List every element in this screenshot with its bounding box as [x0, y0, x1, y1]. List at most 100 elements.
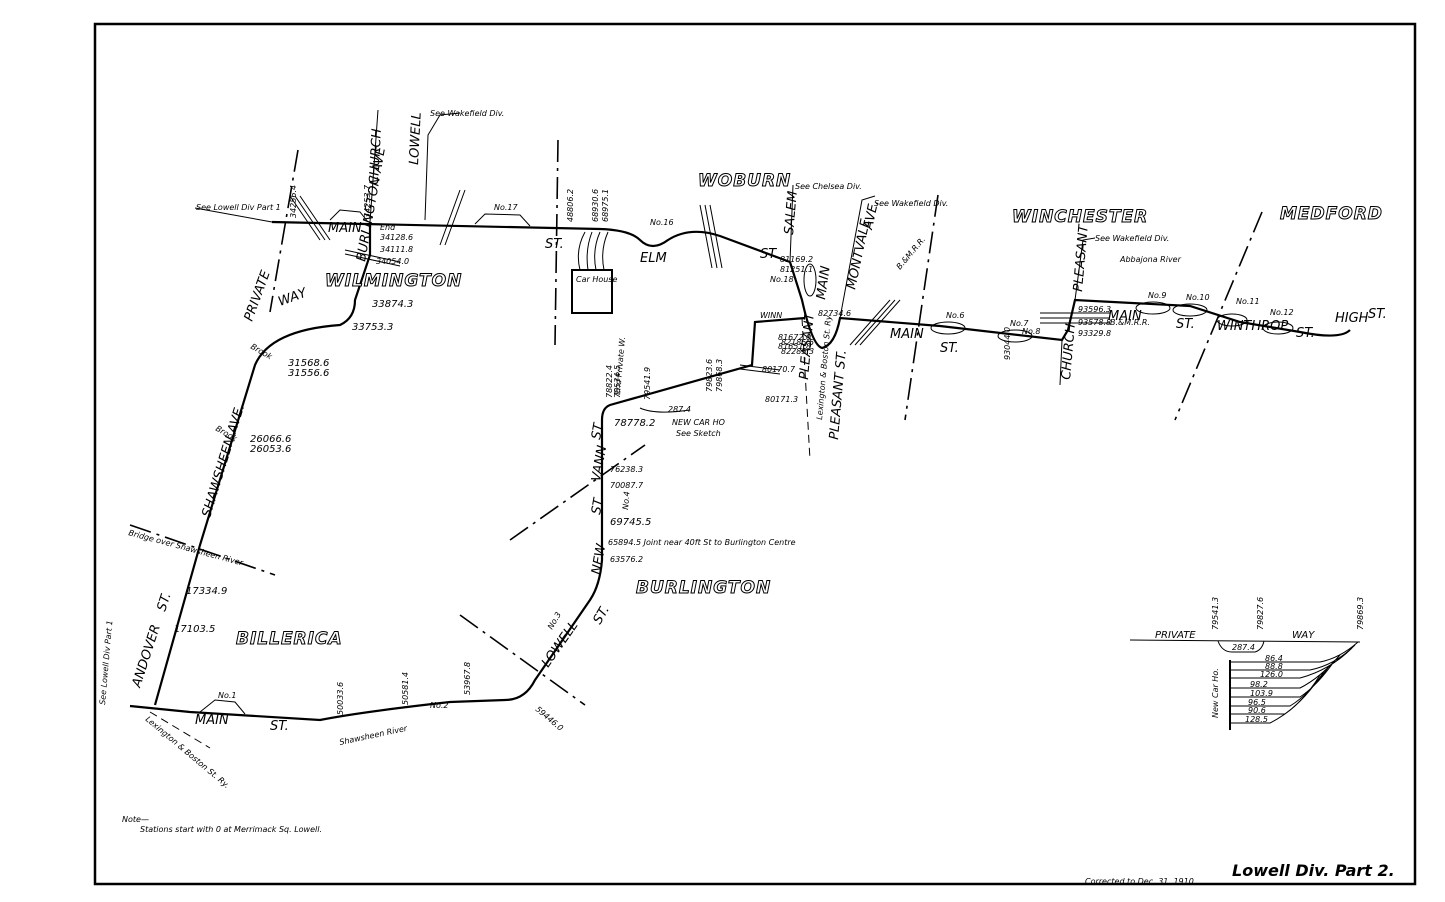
- street-st-1: ST.: [545, 237, 564, 252]
- svg-text:70087.7: 70087.7: [610, 481, 644, 490]
- street-st-andover: ST.: [155, 591, 175, 614]
- street-church-winchester: CHURCH: [1059, 323, 1079, 381]
- svg-text:50033.6: 50033.6: [336, 682, 345, 715]
- car-house-label: Car House: [576, 275, 617, 284]
- street-main-wilmington: MAIN: [328, 221, 362, 236]
- svg-text:26053.6: 26053.6: [250, 444, 291, 455]
- svg-text:33753.3: 33753.3: [352, 322, 393, 333]
- street-winthrop: WINTHROP: [1217, 319, 1288, 334]
- svg-text:50581.4: 50581.4: [401, 672, 410, 705]
- svg-text:79823.6: 79823.6: [705, 359, 714, 392]
- svg-text:Abbajona River: Abbajona River: [1119, 255, 1182, 264]
- railroad-crossings: [289, 189, 1110, 375]
- svg-text:No.10: No.10: [1186, 293, 1210, 302]
- street-st-5: ST.: [1296, 326, 1315, 341]
- town-winchester: WINCHESTER: [1012, 207, 1148, 227]
- svg-text:287.4: 287.4: [668, 405, 691, 414]
- street-st-new: ST.: [589, 495, 607, 516]
- svg-text:31568.6: 31568.6: [288, 358, 329, 369]
- svg-text:No.1: No.1: [218, 691, 237, 700]
- svg-text:81251.1: 81251.1: [780, 265, 813, 274]
- svg-text:82285.3: 82285.3: [781, 347, 814, 356]
- street-st-6: ST.: [1368, 307, 1387, 322]
- ref-chelsea: See Chelsea Div.: [795, 182, 862, 191]
- street-vann: VANN: [589, 444, 610, 483]
- svg-text:79827.6: 79827.6: [1256, 597, 1265, 630]
- street-pleasant-woburn: PLEASANT: [797, 311, 818, 380]
- street-winn: WINN: [760, 311, 782, 320]
- svg-text:287.4: 287.4: [1232, 643, 1255, 652]
- svg-text:80171.3: 80171.3: [765, 395, 798, 404]
- svg-text:No.17: No.17: [494, 203, 519, 212]
- street-main-winchester: MAIN: [1108, 309, 1142, 324]
- street-main-woburn: MAIN: [814, 265, 834, 301]
- svg-text:90.6: 90.6: [1248, 706, 1266, 715]
- svg-text:34253.7: 34253.7: [363, 184, 372, 218]
- street-pleasant-winchester: PLEASANT: [1071, 223, 1092, 292]
- street-church: CHURCH: [367, 128, 385, 185]
- svg-text:93044.0: 93044.0: [1003, 327, 1012, 360]
- svg-text:New Car Ho.: New Car Ho.: [1211, 668, 1220, 718]
- svg-text:68930.6: 68930.6: [591, 189, 600, 222]
- svg-text:No.8: No.8: [1022, 327, 1041, 336]
- svg-text:See Sketch: See Sketch: [676, 429, 721, 438]
- ref-wakefield-1: See Wakefield Div.: [430, 109, 504, 118]
- street-main-billerica: MAIN: [195, 713, 229, 728]
- svg-text:34256.4: 34256.4: [289, 185, 298, 218]
- svg-text:81651.8: 81651.8: [778, 342, 811, 351]
- svg-text:No.9: No.9: [1148, 291, 1167, 300]
- town-wilmington: WILMINGTON: [325, 271, 462, 291]
- svg-text:No.7: No.7: [1010, 319, 1029, 328]
- street-main-east: MAIN: [890, 327, 924, 342]
- svg-text:79868.3: 79868.3: [715, 359, 724, 392]
- svg-text:26066.6: 26066.6: [250, 434, 291, 445]
- svg-text:65894.5 Joint near 40ft St to: 65894.5 Joint near 40ft St to Burlington…: [608, 538, 796, 547]
- car-house: Car House: [571, 231, 617, 314]
- corrected-date: Corrected to Dec. 31, 1910: [1085, 877, 1194, 886]
- inset-private: PRIVATE: [1155, 630, 1196, 641]
- svg-text:88.8: 88.8: [1265, 662, 1283, 671]
- svg-text:81169.2: 81169.2: [780, 255, 813, 264]
- svg-text:103.9: 103.9: [1250, 689, 1273, 698]
- town-burlington: BURLINGTON: [636, 578, 771, 598]
- svg-text:34111.8: 34111.8: [380, 245, 413, 254]
- svg-text:34054.0: 34054.0: [376, 257, 409, 266]
- svg-text:81672.0: 81672.0: [778, 333, 811, 342]
- note-text: Stations start with 0 at Merrimack Sq. L…: [140, 825, 322, 834]
- street-new: NEW: [589, 542, 609, 576]
- svg-text:98.2: 98.2: [1250, 680, 1268, 689]
- svg-text:End: End: [380, 223, 396, 232]
- svg-text:33874.3: 33874.3: [372, 299, 413, 310]
- svg-text:NEW CAR HO: NEW CAR HO: [672, 418, 725, 427]
- svg-text:93329.8: 93329.8: [1078, 329, 1111, 338]
- street-high: HIGH: [1335, 311, 1369, 326]
- main-track: [129, 109, 1351, 749]
- svg-text:53967.8: 53967.8: [463, 662, 472, 695]
- ref-wakefield-2: See Wakefield Div.: [874, 199, 948, 208]
- town-medford: MEDFORD: [1280, 204, 1383, 224]
- svg-text:86.4: 86.4: [1265, 654, 1283, 663]
- street-st-billerica: ST.: [270, 719, 289, 734]
- svg-text:17334.9: 17334.9: [186, 586, 227, 597]
- svg-text:126.0: 126.0: [1260, 670, 1283, 679]
- svg-text:34128.6: 34128.6: [380, 233, 413, 242]
- svg-text:82185.5: 82185.5: [781, 338, 814, 347]
- svg-text:93596.3: 93596.3: [1078, 305, 1111, 314]
- new-car-house-sketch: PRIVATE WAY 79541.3 79827.6 79869.3 287.…: [1129, 597, 1365, 730]
- street-st-vann: ST.: [589, 420, 607, 441]
- svg-text:63576.2: 63576.2: [610, 555, 643, 564]
- svg-text:96.5: 96.5: [1248, 698, 1266, 707]
- svg-text:78822.4: 78822.4: [605, 365, 614, 398]
- ref-wakefield-3: See Wakefield Div.: [1095, 234, 1169, 243]
- svg-text:79541.9: 79541.9: [643, 367, 652, 400]
- svg-text:69745.5: 69745.5: [610, 517, 651, 528]
- sheet-title: Lowell Div. Part 2.: [1232, 861, 1395, 880]
- svg-text:76238.3: 76238.3: [610, 465, 643, 474]
- map-frame: [93, 22, 1417, 886]
- svg-text:128.5: 128.5: [1245, 715, 1268, 724]
- note-heading: Note—: [122, 815, 149, 824]
- svg-text:31556.6: 31556.6: [288, 368, 329, 379]
- street-elm: ELM: [640, 251, 667, 266]
- svg-text:93578.8: 93578.8: [1078, 318, 1111, 327]
- svg-text:No.18: No.18: [770, 275, 794, 284]
